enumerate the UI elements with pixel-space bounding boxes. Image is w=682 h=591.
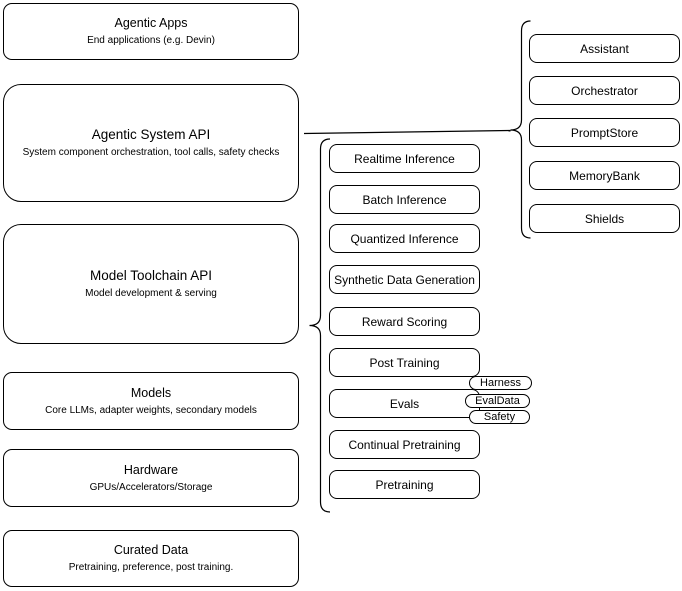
node-batch-inference: Batch Inference [329,185,480,214]
node-pretraining-label: Pretraining [375,477,434,492]
node-evals-label: Evals [389,396,420,411]
tag-safety: Safety [469,410,530,424]
node-agentic-apps-subtitle: End applications (e.g. Devin) [87,35,215,46]
node-assistant-label: Assistant [580,41,629,56]
node-agentic-system-api-subtitle: System component orchestration, tool cal… [22,147,280,158]
node-shields: Shields [529,204,680,233]
node-assistant: Assistant [529,34,680,63]
node-realtime-inference-label: Realtime Inference [354,151,455,166]
node-realtime-inference: Realtime Inference [329,144,480,173]
node-reward-scoring-label: Reward Scoring [361,314,448,329]
node-models-subtitle: Core LLMs, adapter weights, secondary mo… [45,404,257,416]
tag-safety-label: Safety [483,411,516,423]
node-shields-label: Shields [584,211,625,226]
tag-evaldata: EvalData [465,394,530,408]
node-continual-pretraining: Continual Pretraining [329,430,480,459]
node-continual-pretraining-label: Continual Pretraining [348,437,461,452]
tag-harness: Harness [469,376,532,390]
node-synthetic-data-generation: Synthetic Data Generation [329,265,480,294]
tag-harness-label: Harness [480,377,521,389]
node-quantized-inference: Quantized Inference [329,224,480,253]
node-pretraining: Pretraining [329,470,480,499]
node-curated-data: Curated Data Pretraining, preference, po… [3,530,299,587]
node-evals: Evals [329,389,480,418]
node-memorybank-label: MemoryBank [569,168,640,183]
node-models-title: Models [130,385,172,400]
node-orchestrator: Orchestrator [529,76,680,105]
node-synthetic-data-generation-label: Synthetic Data Generation [334,272,475,287]
node-hardware-title: Hardware [123,462,179,477]
node-post-training-label: Post Training [369,355,440,370]
system-connector-line [303,129,511,135]
node-post-training: Post Training [329,348,480,377]
node-agentic-apps: Agentic Apps End applications (e.g. Devi… [3,3,299,60]
node-model-toolchain-api-subtitle: Model development & serving [85,288,217,299]
node-orchestrator-label: Orchestrator [571,83,638,98]
node-promptstore-label: PromptStore [570,125,639,140]
node-curated-data-title: Curated Data [113,543,189,557]
node-model-toolchain-api-title: Model Toolchain API [89,268,213,283]
tag-evaldata-label: EvalData [475,395,520,407]
node-models: Models Core LLMs, adapter weights, secon… [3,372,299,430]
node-agentic-system-api-title: Agentic System API [91,127,211,142]
node-hardware: Hardware GPUs/Accelerators/Storage [3,449,299,507]
node-quantized-inference-label: Quantized Inference [350,231,459,246]
node-agentic-apps-title: Agentic Apps [114,16,188,30]
node-curated-data-subtitle: Pretraining, preference, post training. [68,562,234,573]
node-memorybank: MemoryBank [529,161,680,190]
system-brace [510,20,531,239]
toolchain-brace [309,138,331,513]
node-model-toolchain-api: Model Toolchain API Model development & … [3,224,299,344]
node-hardware-subtitle: GPUs/Accelerators/Storage [89,481,213,493]
node-promptstore: PromptStore [529,118,680,147]
node-reward-scoring: Reward Scoring [329,307,480,336]
node-batch-inference-label: Batch Inference [362,192,447,207]
node-agentic-system-api: Agentic System API System component orch… [3,84,299,202]
